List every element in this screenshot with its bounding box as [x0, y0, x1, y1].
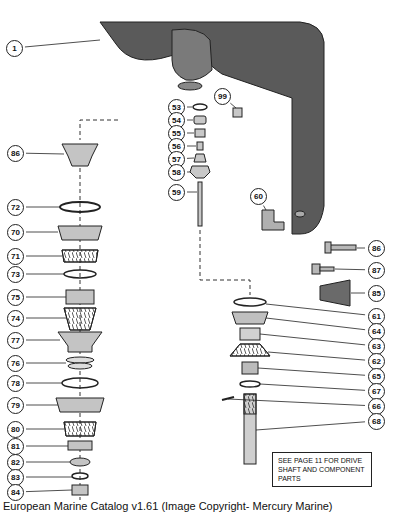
- leader-line: [357, 248, 365, 249]
- elbow-part: [262, 210, 284, 230]
- leader-line: [187, 133, 194, 134]
- callout-number: 59: [168, 184, 185, 201]
- callout-number: 81: [7, 438, 24, 455]
- leader-line: [25, 40, 100, 47]
- leader-line: [26, 490, 72, 492]
- note-text: SEE PAGE 11 FOR DRIVE SHAFT AND COMPONEN…: [278, 456, 366, 483]
- fasteners: [312, 242, 356, 306]
- leader-line: [187, 120, 193, 121]
- callout-number: 71: [7, 248, 24, 265]
- callout-number: 70: [7, 224, 24, 241]
- callout-number: 75: [7, 289, 24, 306]
- leader-line: [26, 405, 58, 406]
- leader-line: [26, 477, 72, 478]
- leader-line: [256, 422, 365, 430]
- leader-line: [228, 399, 365, 405]
- leader-line: [263, 206, 266, 210]
- callout-number: 73: [7, 266, 24, 283]
- leader-line: [351, 293, 365, 294]
- callout-number: 86: [368, 240, 385, 257]
- leader-line: [335, 269, 365, 271]
- callout-number: 76: [7, 355, 24, 372]
- housing-nose: [172, 29, 212, 80]
- propeller-shaft-parts: [56, 144, 104, 495]
- leader-line: [187, 172, 190, 173]
- leader-line: [266, 318, 365, 330]
- callout-number: 84: [7, 484, 24, 501]
- leader-line: [26, 462, 70, 463]
- leader-line: [230, 103, 236, 108]
- leader-line: [187, 107, 192, 108]
- callout-number: 58: [168, 164, 185, 181]
- leader-line: [26, 446, 68, 447]
- callout-number: 74: [7, 310, 24, 327]
- leader-line: [26, 153, 64, 155]
- leader-line: [26, 256, 62, 257]
- assembly-lines: [80, 120, 250, 500]
- leader-line: [187, 146, 196, 147]
- leader-line: [187, 158, 194, 159]
- leader-line: [26, 429, 64, 430]
- leader-line: [26, 207, 60, 208]
- callout-number: 85: [368, 285, 385, 302]
- callout-number: 79: [7, 397, 24, 414]
- callout-number: 60: [250, 188, 267, 205]
- callout-number: 72: [7, 199, 24, 216]
- callout-number: 1: [6, 40, 23, 57]
- note-box: SEE PAGE 11 FOR DRIVE SHAFT AND COMPONEN…: [272, 452, 372, 487]
- leader-line: [26, 383, 62, 384]
- leader-line: [266, 304, 365, 315]
- callout-number: 86: [7, 145, 24, 162]
- leader-line: [187, 192, 197, 193]
- callout-number: 87: [368, 262, 385, 279]
- callout-number: 80: [7, 421, 24, 438]
- image-caption: European Marine Catalog v1.61 (Image Cop…: [3, 500, 333, 512]
- callout-number: 77: [7, 332, 24, 349]
- leader-line: [26, 274, 64, 275]
- leader-line: [268, 352, 365, 360]
- callout-number: 78: [7, 375, 24, 392]
- drive-gear-stack: [222, 298, 270, 464]
- leader-line: [260, 334, 365, 345]
- callout-number: 68: [368, 413, 385, 430]
- gear-housing: [100, 22, 324, 234]
- leader-line: [26, 297, 66, 298]
- leader-line: [26, 340, 60, 341]
- leader-line: [26, 318, 66, 319]
- callout-number: 99: [214, 88, 231, 105]
- leader-line: [26, 363, 66, 364]
- leader-line: [258, 368, 365, 375]
- leader-line: [26, 232, 58, 233]
- leader-line: [260, 384, 365, 390]
- shift-parts: [190, 104, 242, 226]
